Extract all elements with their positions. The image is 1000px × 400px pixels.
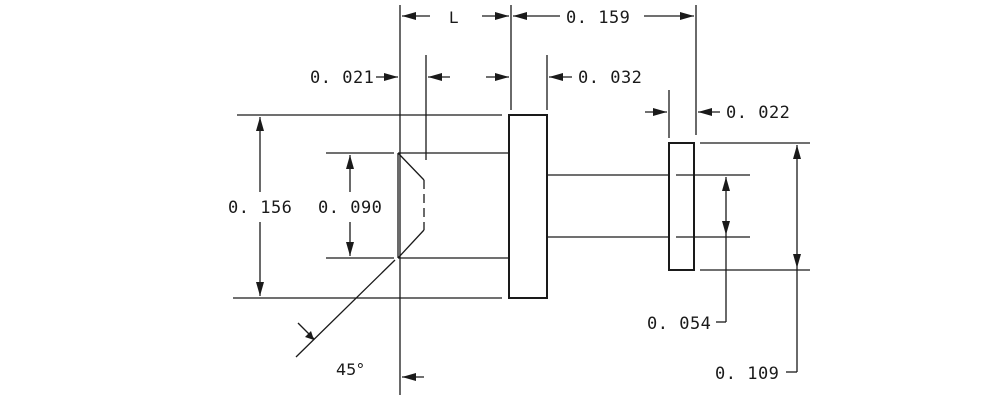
arrow-021-left [384, 73, 398, 81]
arrow-022-right [698, 108, 712, 116]
arrow-45-bottom [402, 373, 416, 381]
arrow-156-bottom [256, 282, 264, 296]
arrow-021-right [428, 73, 442, 81]
dimension-labels: L 0. 159 0. 021 0. 032 0. 022 0. 156 0. … [228, 8, 790, 384]
arrow-022-left [653, 108, 667, 116]
arrow-45-tick [305, 331, 314, 340]
arrow-032-right [549, 73, 563, 81]
arrow-032-left [495, 73, 509, 81]
label-l: L [449, 8, 458, 27]
dim-line-45-diagonal [295, 259, 396, 358]
arrow-109-bottom [793, 254, 801, 268]
arrow-054-top [722, 177, 730, 191]
label-022: 0. 022 [726, 103, 790, 123]
flange-block [668, 142, 695, 271]
part-outline [397, 114, 695, 299]
label-159: 0. 159 [566, 8, 630, 28]
label-032: 0. 032 [578, 68, 642, 88]
label-45-degrees: 45° [336, 360, 364, 379]
arrow-159-left [513, 12, 527, 20]
arrow-109-top [793, 145, 801, 159]
head-block [508, 114, 548, 299]
arrow-l-left [402, 12, 416, 20]
label-156: 0. 156 [228, 198, 292, 218]
label-109: 0. 109 [715, 364, 779, 384]
label-021: 0. 021 [310, 68, 374, 88]
arrow-156-top [256, 117, 264, 131]
chamfer-bottom-line [397, 229, 425, 259]
arrow-090-top [346, 155, 354, 169]
arrow-054-bottom [722, 221, 730, 235]
label-054: 0. 054 [647, 314, 711, 334]
arrow-090-bottom [346, 242, 354, 256]
label-090: 0. 090 [318, 198, 382, 218]
chamfer-top-line [397, 152, 425, 181]
arrow-159-right [680, 12, 694, 20]
dimension-lines [256, 12, 801, 381]
arrow-l-right [495, 12, 509, 20]
extension-lines [233, 5, 810, 395]
